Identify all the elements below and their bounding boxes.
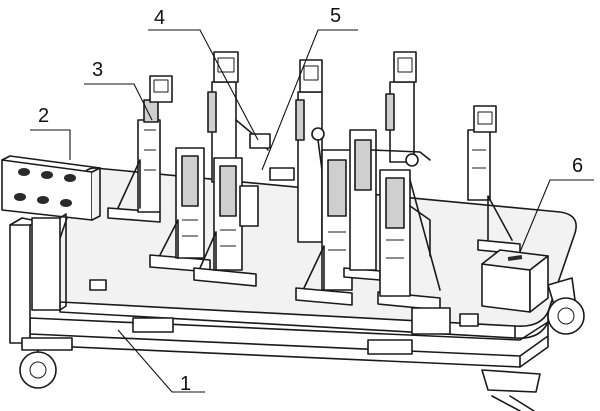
callout-labels: 1 2 3 4 5 6 bbox=[38, 5, 583, 395]
clamp-unit-5 bbox=[295, 59, 325, 243]
clamp-unit bbox=[467, 105, 521, 255]
clamp-unit bbox=[371, 51, 431, 167]
clamp-unit-4 bbox=[207, 51, 271, 183]
fitting bbox=[89, 279, 107, 291]
callout-number: 5 bbox=[330, 5, 341, 27]
clamp-block bbox=[295, 149, 353, 306]
callout-number: 2 bbox=[38, 105, 49, 127]
clamp-unit-3 bbox=[107, 75, 173, 223]
callout-number: 6 bbox=[572, 155, 583, 177]
control-button bbox=[14, 193, 26, 201]
control-button bbox=[60, 199, 72, 207]
electrical-box bbox=[481, 249, 549, 313]
clamp-block bbox=[377, 169, 441, 311]
callout-number: 1 bbox=[180, 373, 191, 395]
control-button bbox=[37, 196, 49, 204]
control-button bbox=[18, 168, 30, 176]
fitting bbox=[411, 307, 451, 335]
fitting bbox=[459, 313, 479, 327]
clamp-block bbox=[193, 157, 259, 287]
left-caster bbox=[9, 217, 73, 389]
clamp-block bbox=[343, 129, 381, 281]
front-caster bbox=[481, 369, 541, 411]
callout-number: 3 bbox=[92, 59, 103, 81]
control-panel bbox=[1, 155, 101, 311]
clamp-block bbox=[149, 147, 211, 273]
control-button bbox=[41, 171, 53, 179]
leader-lines bbox=[30, 29, 594, 393]
fitting bbox=[269, 167, 295, 181]
right-caster bbox=[547, 277, 585, 335]
callout-number: 4 bbox=[154, 7, 165, 29]
control-button bbox=[64, 174, 76, 182]
